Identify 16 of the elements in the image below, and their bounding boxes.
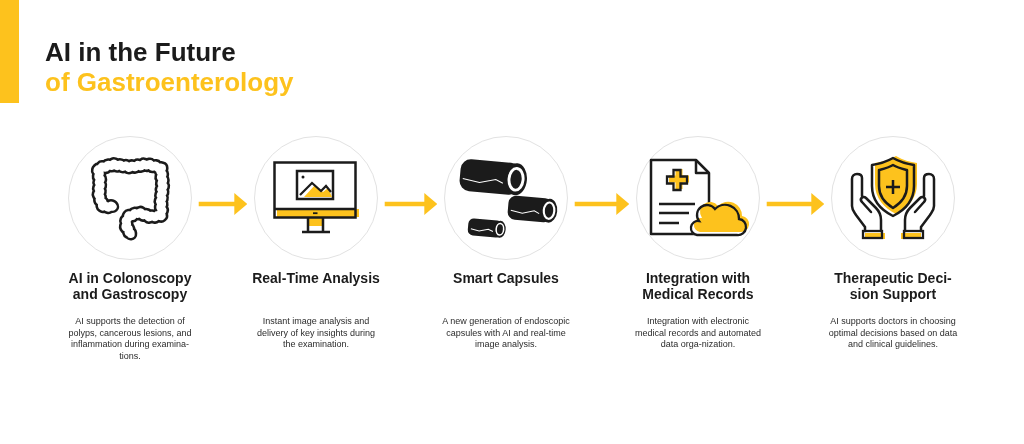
step-description: Instant image analysis and delivery of key insights during the examination. [255,316,377,352]
step-heading: Therapeutic Deci-sion Support [833,270,953,302]
arrow [766,193,825,215]
step-description: A new generation of endoscopic capsules with AI and real-time image analysis. [441,316,571,352]
arrow [574,193,630,215]
arrow [198,193,248,215]
step-heading: Real-Time Analysis [252,270,380,286]
subtitle: of Gastroenterology [45,67,294,97]
step-heading: AI in Colonoscopy and Gastroscopy [67,270,193,302]
step-description: Integration with electronic medical records and automated data orga-nization. [633,316,763,352]
arrow [384,193,438,215]
step-description: AI supports the detection of polyps, cancerous lesions, and inflammation during examina-tions. [67,316,193,363]
diagram-title: AI in the Future [45,37,236,67]
step-heading: Smart Capsules [453,270,559,286]
step-description: AI supports doctors in choosing optimal decisions based on data and clinical guidelines. [828,316,958,352]
step-heading: Integration with Medical Records [641,270,755,302]
